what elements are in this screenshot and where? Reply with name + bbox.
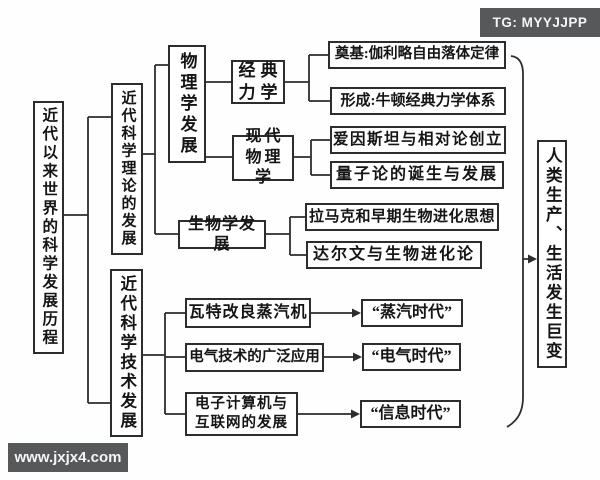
tg-badge-label: TG: MYYJJPP (492, 15, 588, 30)
node-watt: 瓦特改良蒸汽机 (185, 298, 311, 328)
tg-badge: TG: MYYJJPP (480, 8, 600, 37)
node-electricity: 电气技术的广泛应用 (185, 343, 324, 372)
node-foundation: 奠基:伽利略自由落体定律 (328, 41, 506, 69)
wire-tech-children (143, 312, 185, 415)
node-classical-label: 经典力学 (238, 60, 283, 102)
node-steam-age-label: “蒸汽时代” (371, 304, 452, 322)
node-tech-label: 近代科学技术发展 (117, 275, 137, 431)
node-result-label: 人类生产、生活发生巨变 (543, 146, 563, 362)
node-electric-age: “电气时代” (362, 343, 461, 371)
node-theory: 近代科学理论的发展 (111, 83, 143, 255)
wire-era-arrows (298, 258, 528, 415)
watermark-label: www.jxjx4.com (14, 449, 122, 466)
node-formation: 形成:牛顿经典力学体系 (330, 87, 506, 115)
node-classical: 经典力学 (231, 60, 285, 104)
wire-physics-children (206, 81, 232, 158)
node-tech: 近代科学技术发展 (110, 269, 143, 437)
watermark: www.jxjx4.com (8, 443, 128, 472)
node-watt-label: 瓦特改良蒸汽机 (188, 304, 308, 322)
node-computer-label: 电子计算机与互联网的发展 (195, 396, 288, 431)
node-result: 人类生产、生活发生巨变 (537, 140, 567, 368)
wire-modern-children (294, 139, 330, 176)
node-foundation-label: 奠基:伽利略自由落体定律 (334, 46, 500, 63)
node-modern-physics: 现代物理学 (232, 128, 294, 186)
node-einstein: 爱因斯坦与相对论创立 (330, 126, 506, 154)
arrowhead-info (351, 409, 360, 419)
node-info-age: “信息时代” (360, 400, 461, 428)
wire-theory-children (143, 64, 178, 235)
node-quantum-label: 量子论的诞生与发展 (335, 166, 498, 184)
node-lamarck: 拉马克和早期生物进化思想 (305, 203, 499, 231)
gathering-bracket (506, 55, 524, 428)
node-darwin: 达尔文与生物进化论 (306, 241, 482, 269)
node-root-label: 近代以来世界的科学发展历程 (40, 107, 58, 348)
node-physics-label: 物理学发展 (177, 51, 197, 157)
node-physics: 物理学发展 (168, 45, 206, 163)
wire-root-branches (64, 116, 111, 404)
node-root: 近代以来世界的科学发展历程 (33, 101, 64, 354)
node-lamarck-label: 拉马克和早期生物进化思想 (308, 209, 495, 225)
node-computer: 电子计算机与互联网的发展 (185, 392, 298, 436)
node-info-age-label: “信息时代” (370, 405, 451, 423)
node-quantum: 量子论的诞生与发展 (330, 161, 504, 189)
wire-biology-children (266, 216, 306, 256)
node-formation-label: 形成:牛顿经典力学体系 (340, 93, 496, 109)
node-biology-label: 生物学发展 (187, 216, 256, 253)
node-theory-label: 近代科学理论的发展 (119, 90, 136, 248)
node-biology: 生物学发展 (178, 216, 266, 253)
node-electricity-label: 电气技术的广泛应用 (189, 348, 320, 365)
wire-classical-children (285, 54, 330, 102)
node-electric-age-label: “电气时代” (371, 348, 452, 366)
node-steam-age: “蒸汽时代” (361, 299, 463, 327)
arrowhead-steam (352, 308, 361, 318)
node-darwin-label: 达尔文与生物进化论 (312, 246, 475, 264)
node-modern-physics-label: 现代物理学 (245, 127, 284, 187)
arrowhead-result (528, 254, 537, 264)
arrowhead-electric (353, 352, 362, 362)
node-einstein-label: 爱因斯坦与相对论创立 (332, 130, 503, 148)
